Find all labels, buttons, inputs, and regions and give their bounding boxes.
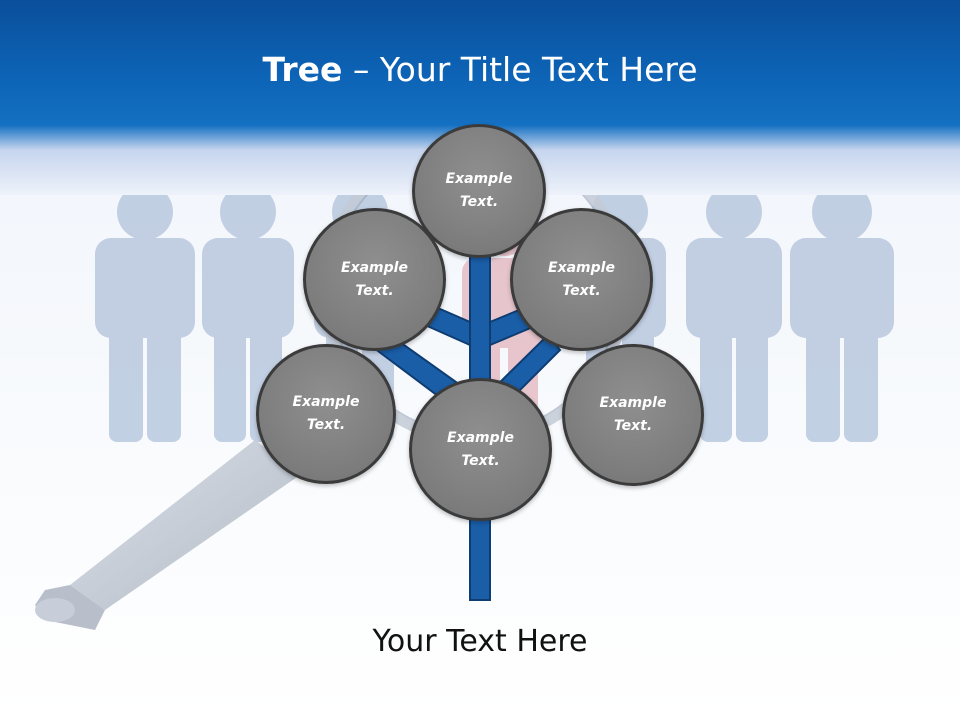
title-bar: Tree – Your Title Text Here [0,0,960,195]
person-figure [790,182,894,442]
footer-text: Your Text Here [372,624,588,659]
person-figure [95,184,195,442]
slide-title: Tree – Your Title Text Here [0,50,960,89]
title-rest: – Your Title Text Here [342,50,698,89]
person-figure [686,184,782,442]
title-bold: Tree [262,50,343,89]
